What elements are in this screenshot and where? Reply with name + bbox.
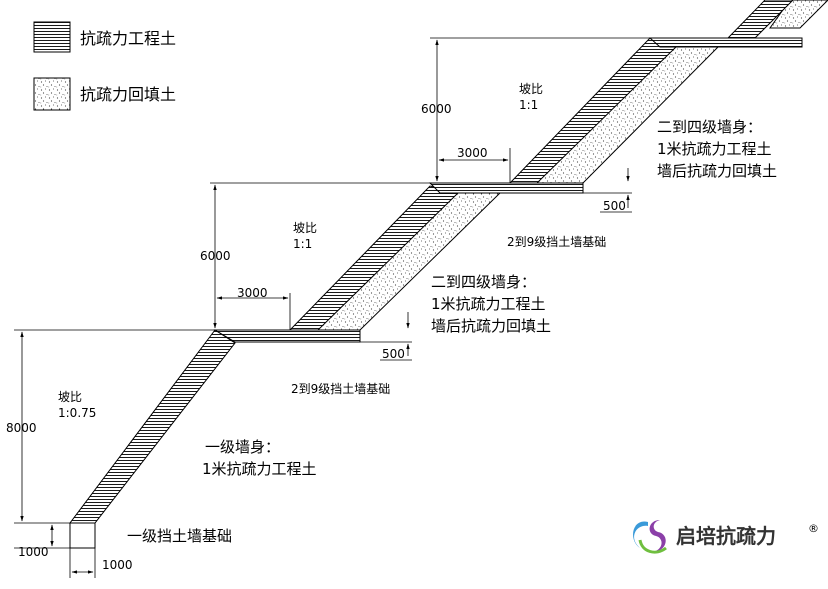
footing-top-label: 2到9级挡土墙基础: [507, 235, 606, 249]
dim-middle-step: 500: [382, 347, 405, 361]
wall-top-line2: 墙后抗疏力回填土: [657, 162, 777, 180]
backfill-regions: [316, 0, 828, 331]
slope-middle-label: 坡比: [293, 221, 317, 235]
band-top-bench: [428, 182, 584, 194]
footing-middle-label: 2到9级挡土墙基础: [291, 382, 390, 396]
footing-bottom-label: 一级挡土墙基础: [127, 527, 232, 545]
brand-logo-icon: [633, 520, 667, 554]
dim-top-setback: 3000: [457, 146, 488, 160]
wall-bottom-title: 一级墙身：: [205, 438, 280, 456]
slope-bottom-label: 坡比: [58, 390, 82, 404]
wall-top-line1: 1米抗疏力工程土: [657, 140, 772, 158]
wall-top-title: 二到四级墙身：: [657, 118, 762, 136]
slope-bottom-value: 1:0.75: [58, 406, 96, 420]
dim-middle-setback: 3000: [237, 286, 268, 300]
brand-registered-mark: ®: [808, 522, 819, 535]
dim-bottom-height: 8000: [6, 421, 37, 435]
slope-middle-value: 1:1: [293, 237, 312, 251]
dim-footing-height: 1000: [18, 545, 49, 559]
dim-middle-height: 6000: [200, 249, 231, 263]
slope-top-label: 坡比: [519, 82, 543, 96]
dim-top-step: 500: [603, 199, 626, 213]
legend-dots-label: 抗疏力回填土: [80, 85, 176, 104]
band-bottom-slope: [68, 329, 236, 524]
engineered-soil-bands: [68, 0, 803, 524]
legend-dots-swatch: [33, 77, 71, 111]
legend-hatch-label: 抗疏力工程土: [80, 29, 176, 48]
slope-top-value: 1:1: [519, 98, 538, 112]
dim-footing-width: 1000: [102, 558, 133, 572]
wall-bottom-desc: 1米抗疏力工程土: [202, 460, 317, 478]
brand-name: 启培抗疏力: [676, 524, 776, 548]
band-upper-slope: [726, 0, 794, 39]
band-upper-bench: [648, 37, 803, 48]
legend: 抗疏力工程土 抗疏力回填土: [33, 21, 176, 111]
bottom-footing: [69, 522, 96, 549]
brand-watermark: 启培抗疏力 ®: [633, 520, 819, 554]
legend-hatch-swatch: [33, 21, 71, 53]
dimension-lines: [14, 37, 650, 578]
wall-middle-line1: 1米抗疏力工程土: [431, 295, 546, 313]
dim-top-height: 6000: [421, 102, 452, 116]
wall-middle-title: 二到四级墙身：: [431, 273, 536, 291]
wall-middle-line2: 墙后抗疏力回填土: [431, 317, 551, 335]
band-middle-bench: [213, 329, 361, 343]
